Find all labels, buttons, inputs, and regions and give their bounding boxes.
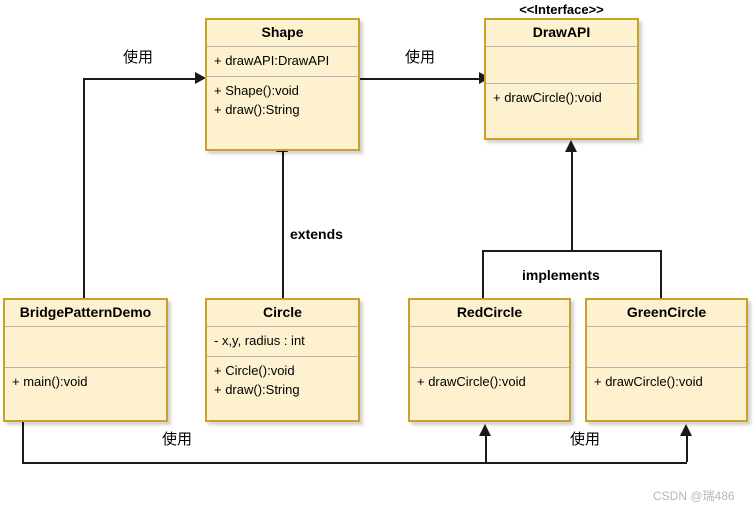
methods-compartment-circle: + Circle():void + draw():String <box>207 357 358 405</box>
compartment-divider <box>587 326 746 328</box>
attributes-compartment-drawapi <box>486 47 637 83</box>
method-row: + drawCircle():void <box>493 90 602 106</box>
method-row: + Circle():void <box>214 363 295 379</box>
class-box-shape[interactable]: Shape + drawAPI:DrawAPI + Shape():void +… <box>205 18 360 151</box>
edge-implements-branch-redcircle <box>482 250 484 300</box>
edge-label-demo-uses-greencircle: 使用 <box>570 430 601 448</box>
compartment-divider <box>410 326 569 328</box>
stereotype-drawapi: <<Interface>> <box>519 2 604 17</box>
edge-demo-uses-greencircle-vertical <box>686 436 688 462</box>
attribute-row: - x,y, radius : int <box>214 333 305 349</box>
method-row: + Shape():void <box>214 83 299 99</box>
attribute-row: + drawAPI:DrawAPI <box>214 53 330 69</box>
edge-implements-crossbar <box>482 250 662 252</box>
edge-implements-stem <box>571 152 573 251</box>
compartment-divider <box>5 326 166 328</box>
class-box-redcircle[interactable]: RedCircle + drawCircle():void <box>408 298 571 422</box>
compartment-divider <box>486 46 637 48</box>
attributes-compartment-circle: - x,y, radius : int <box>207 327 358 356</box>
class-box-greencircle[interactable]: GreenCircle + drawCircle():void <box>585 298 748 422</box>
edge-demo-uses-shape-horizontal <box>83 78 202 80</box>
edge-implements-branch-greencircle <box>660 250 662 300</box>
methods-compartment-greencircle: + drawCircle():void <box>587 368 746 397</box>
edge-demo-uses-redcircle-vertical <box>485 436 487 462</box>
class-box-drawapi[interactable]: DrawAPI + drawCircle():void <box>484 18 639 140</box>
compartment-divider <box>5 367 166 369</box>
compartment-divider <box>207 46 358 48</box>
compartment-divider <box>587 367 746 369</box>
compartment-divider <box>207 76 358 78</box>
class-box-bridgepatterndemo[interactable]: BridgePatternDemo + main():void <box>3 298 168 422</box>
edge-demo-bottom-horizontal <box>22 462 687 464</box>
edge-label-circles-implement-drawapi: implements <box>522 267 600 283</box>
class-name-shape: Shape <box>261 24 304 40</box>
edge-label-demo-uses-shape: 使用 <box>123 48 154 66</box>
class-name-bridgepatterndemo: BridgePatternDemo <box>19 304 152 320</box>
attributes-compartment-redcircle <box>410 327 569 367</box>
compartment-divider <box>486 83 637 85</box>
class-name-redcircle: RedCircle <box>456 304 523 320</box>
compartment-divider <box>207 356 358 358</box>
methods-compartment-shape: + Shape():void + draw():String <box>207 77 358 125</box>
arrowhead-implements-to-drawapi <box>565 140 577 152</box>
methods-compartment-redcircle: + drawCircle():void <box>410 368 569 397</box>
arrowhead-demo-to-redcircle <box>479 424 491 436</box>
edge-shape-uses-drawapi <box>359 78 484 80</box>
class-name-greencircle: GreenCircle <box>626 304 707 320</box>
edge-label-circle-extends-shape: extends <box>290 226 343 242</box>
class-name-drawapi: DrawAPI <box>532 24 591 40</box>
edge-circle-extends-shape <box>282 152 284 298</box>
attributes-compartment-bridgepatterndemo <box>5 327 166 367</box>
edge-demo-uses-shape-vertical <box>83 78 85 300</box>
methods-compartment-bridgepatterndemo: + main():void <box>5 368 166 397</box>
edge-demo-bottom-vertical <box>22 422 24 464</box>
edge-label-demo-uses-redcircle: 使用 <box>162 430 193 448</box>
class-box-circle[interactable]: Circle - x,y, radius : int + Circle():vo… <box>205 298 360 422</box>
method-row: + drawCircle():void <box>417 374 526 390</box>
class-name-circle: Circle <box>263 304 302 320</box>
arrowhead-demo-to-shape <box>195 72 206 84</box>
method-row: + draw():String <box>214 382 300 398</box>
attributes-compartment-greencircle <box>587 327 746 367</box>
method-row: + drawCircle():void <box>594 374 703 390</box>
watermark: CSDN @瑞486 <box>653 489 735 503</box>
method-row: + main():void <box>12 374 88 390</box>
method-row: + draw():String <box>214 102 300 118</box>
methods-compartment-drawapi: + drawCircle():void <box>486 84 637 113</box>
edge-label-shape-uses-drawapi: 使用 <box>405 48 436 66</box>
attributes-compartment-shape: + drawAPI:DrawAPI <box>207 47 358 76</box>
compartment-divider <box>410 367 569 369</box>
compartment-divider <box>207 326 358 328</box>
arrowhead-demo-to-greencircle <box>680 424 692 436</box>
